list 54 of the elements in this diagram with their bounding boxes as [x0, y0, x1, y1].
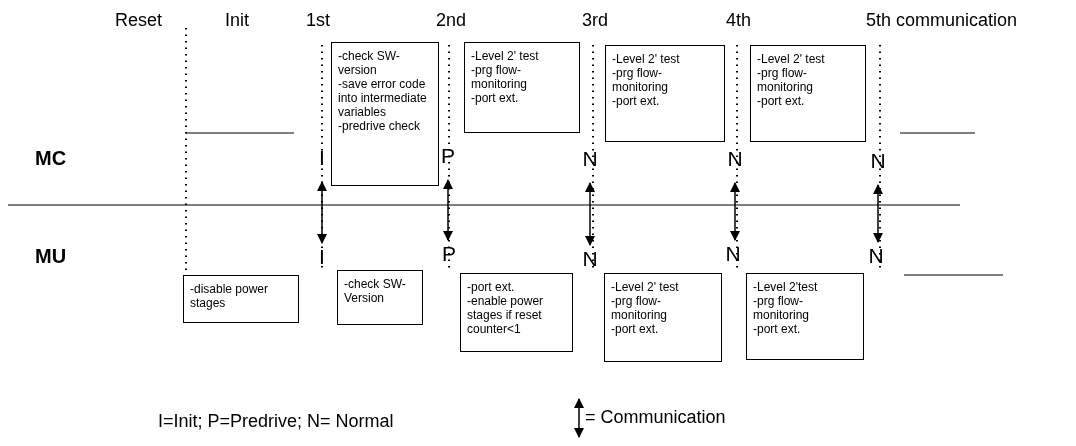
task-item: -port ext. [612, 94, 661, 108]
task-box [604, 273, 722, 362]
mode-letter: N [725, 242, 741, 266]
task-item: -port ext. [757, 94, 806, 108]
mode-letter: N [870, 149, 886, 173]
header-label: 5th communication [866, 10, 1018, 31]
task-item: -port ext. [611, 322, 660, 336]
double-arrow [584, 181, 596, 247]
header-label: 3rd [582, 10, 608, 31]
task-item: -port ext. [471, 91, 520, 105]
mode-letter: N [582, 147, 598, 171]
task-item: -enable power stages if reset counter<1 [467, 294, 545, 336]
double-arrow [316, 180, 328, 245]
task-item: -disable power stages [190, 282, 270, 310]
task-item: -prg flow- monitoring [757, 66, 815, 94]
task-item: -Level 2' test [471, 49, 540, 63]
header-label: 2nd [436, 10, 467, 31]
lane-label: MC [35, 147, 67, 170]
task-box [183, 275, 299, 323]
task-box [605, 45, 725, 142]
task-item: -prg flow- monitoring [753, 294, 811, 322]
legend-text: = Communication [585, 407, 726, 428]
mode-letter: N [727, 147, 743, 171]
task-item: -prg flow- monitoring [612, 66, 670, 94]
task-item: -prg flow- monitoring [471, 63, 529, 91]
header-label: Reset [115, 10, 163, 31]
mode-letter: N [868, 244, 884, 268]
header-label: 4th [726, 10, 752, 31]
double-arrow [729, 181, 741, 242]
mode-letter: P [441, 242, 457, 266]
task-box [337, 270, 423, 325]
task-box [750, 45, 866, 142]
task-item: -save error code into intermediate variables [338, 77, 428, 119]
double-arrow [442, 178, 454, 242]
lane-label: MU [35, 245, 67, 268]
task-item: -port ext. [467, 280, 516, 294]
task-item: -Level 2' test [757, 52, 826, 66]
task-item: -port ext. [753, 322, 802, 336]
task-box [331, 42, 439, 186]
task-box [464, 42, 580, 133]
task-box [460, 273, 573, 352]
task-item: -predrive check [338, 119, 422, 133]
legend-text: I=Init; P=Predrive; N= Normal [158, 411, 394, 432]
task-item: -check SW- version [338, 49, 401, 77]
header-label: 1st [306, 10, 330, 31]
task-item: -prg flow- monitoring [611, 294, 669, 322]
task-item: -Level 2' test [612, 52, 681, 66]
task-item: -Level 2' test [611, 280, 680, 294]
header-label: Init [225, 10, 249, 31]
task-item: -check SW- Version [344, 277, 407, 305]
task-box [746, 273, 864, 360]
mode-letter: N [582, 247, 598, 271]
task-item: -Level 2'test [753, 280, 819, 294]
double-arrow [872, 183, 884, 244]
